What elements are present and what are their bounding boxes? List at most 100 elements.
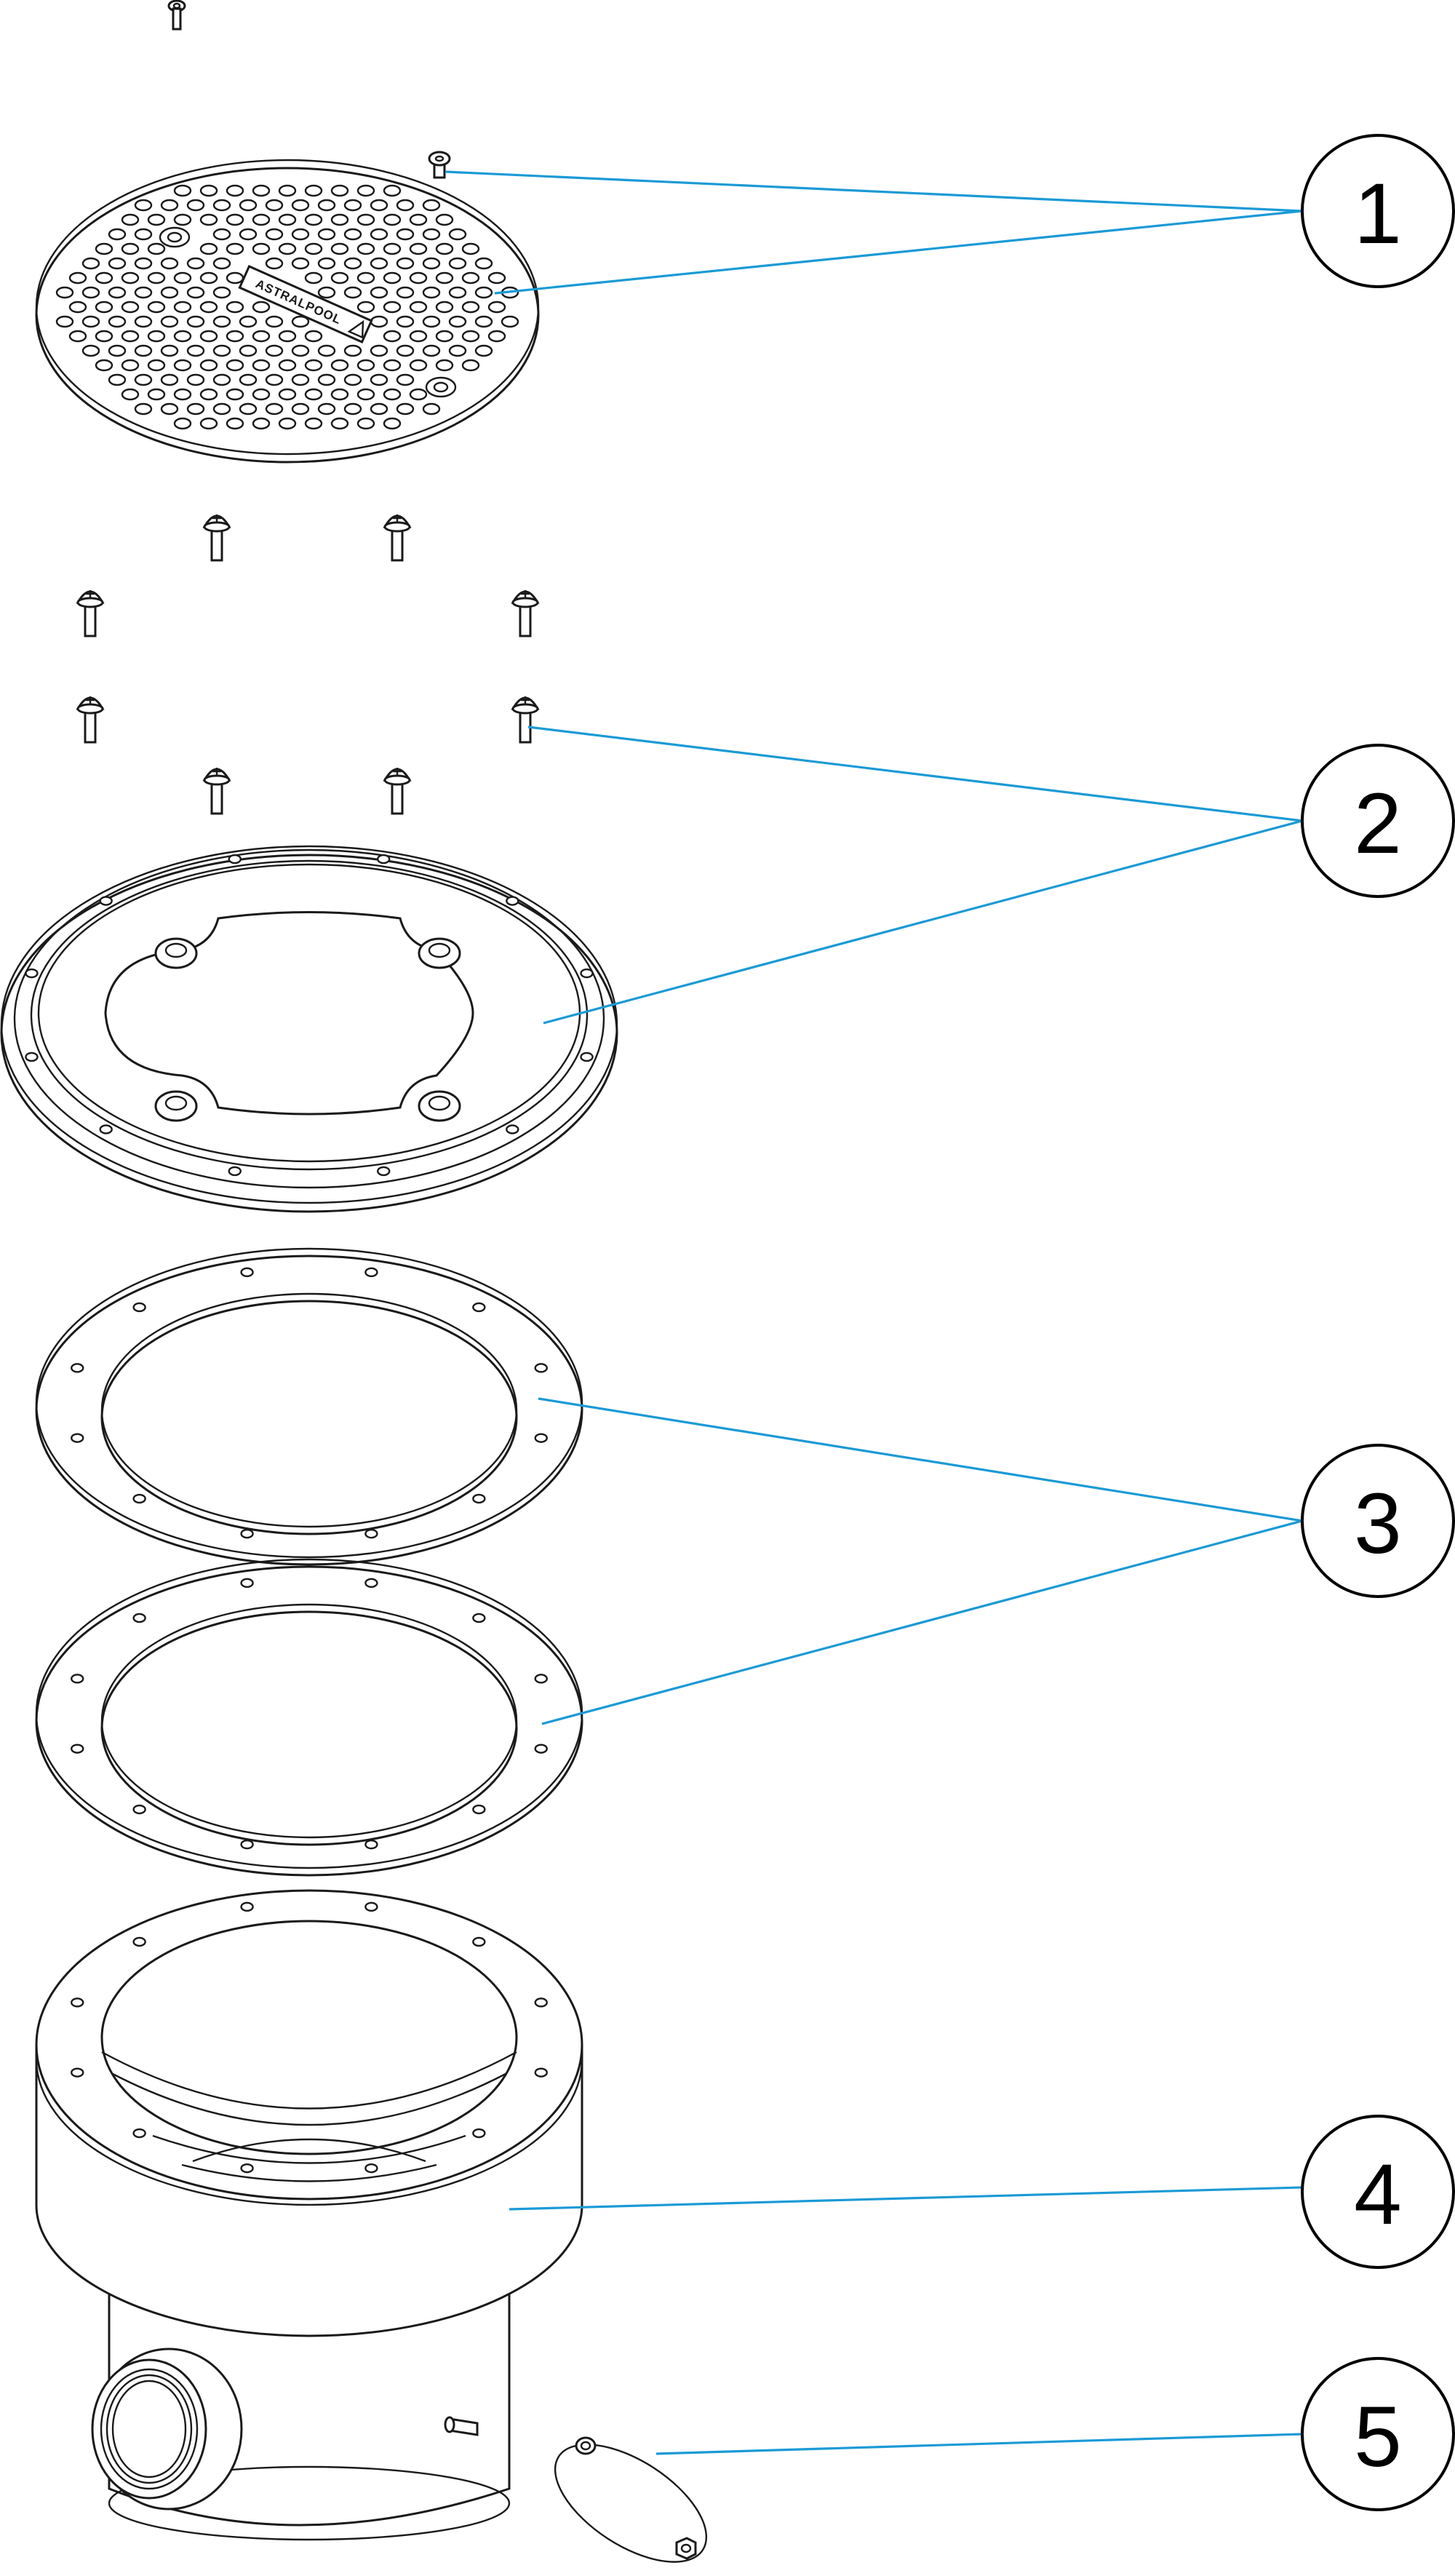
grate-hole [396, 257, 415, 270]
grate-hole [448, 315, 467, 328]
nut-1 [575, 2436, 597, 2455]
grate-hole [409, 271, 428, 285]
bolt-hole [472, 2128, 486, 2139]
grate-hole [147, 359, 166, 372]
grate-hole [278, 388, 297, 401]
grate-hole [356, 242, 375, 255]
grate-hole [212, 344, 231, 357]
grate-hole [409, 213, 428, 226]
grate-hole [304, 417, 323, 430]
bolt-hole [240, 1267, 254, 1278]
grate-hole [68, 301, 87, 314]
bolt-hole [472, 1493, 486, 1504]
grate-hole [55, 286, 74, 299]
grate-hole [422, 286, 441, 299]
bolt-hole [534, 1433, 548, 1443]
grate-hole [160, 402, 179, 416]
bolt-hole [71, 1363, 84, 1373]
grate-hole [121, 330, 140, 343]
callout-3: 3 [1301, 1444, 1455, 1598]
grate-hole [383, 359, 402, 372]
cover-screw [428, 151, 451, 179]
bolt-hole [99, 896, 113, 906]
grate-hole [265, 373, 284, 386]
grate-hole [356, 301, 375, 314]
grate-hole [95, 359, 113, 372]
grate-hole [239, 373, 258, 386]
leader-5 [655, 2433, 1303, 2455]
bolt-hole [25, 968, 39, 979]
grate-hole [278, 184, 297, 197]
grate-hole [160, 373, 179, 386]
grate-hole [226, 417, 244, 430]
bolt-hole [580, 1052, 594, 1062]
grate-hole [121, 388, 140, 401]
grate-hole [95, 301, 113, 314]
grate-hole [396, 344, 415, 357]
grate-hole [330, 184, 349, 197]
grate-hole [186, 199, 205, 212]
grate-hole [226, 242, 244, 255]
grate-hole [370, 402, 388, 416]
bolt-hole [25, 1052, 39, 1062]
grate-hole [435, 271, 454, 285]
bolt-hole [472, 1804, 486, 1815]
grate-hole [55, 315, 74, 328]
bolt-hole [377, 854, 391, 864]
grate-hole [343, 373, 362, 386]
bolt-hole [228, 854, 242, 864]
grate-hole [134, 315, 153, 328]
grate-hole [239, 315, 258, 328]
grate-hole [370, 257, 388, 270]
grate-hole [252, 184, 271, 197]
bolt-hole [364, 1528, 378, 1539]
grate-hole [239, 344, 258, 357]
bolt-hole [71, 2067, 84, 2078]
grate-hole [356, 388, 375, 401]
grate-hole [343, 257, 362, 270]
grate-hole [134, 344, 153, 357]
bolt-hole [99, 1124, 113, 1134]
grate-hole [199, 184, 218, 197]
grate-hole [422, 402, 441, 416]
grate-hole [252, 417, 271, 430]
grate-hole [317, 344, 336, 357]
bolt-hole [364, 1901, 378, 1912]
grate-hole [226, 271, 244, 285]
top-screw [167, 0, 186, 31]
grate-hole [278, 213, 297, 226]
grate-hole [147, 301, 166, 314]
grate-hole [487, 330, 506, 343]
callout-4-label: 4 [1354, 2147, 1402, 2243]
grate-hole [121, 301, 140, 314]
frame-holes [25, 854, 594, 1177]
grate-hole [422, 199, 441, 212]
grate-hole [343, 199, 362, 212]
grate-hole [330, 242, 349, 255]
grate-hole [121, 213, 140, 226]
grate-hole [252, 213, 271, 226]
grate-hole [226, 359, 244, 372]
grate-hole [317, 228, 336, 241]
grate-hole [173, 330, 192, 343]
grate-hole [461, 330, 480, 343]
grate-hole [134, 373, 153, 386]
grate-hole [343, 286, 362, 299]
grate-hole [370, 373, 388, 386]
grate-hole [435, 301, 454, 314]
grate-hole [186, 402, 205, 416]
bolt-hole [364, 1578, 378, 1589]
grate-hole [474, 257, 493, 270]
grate-hole [121, 242, 140, 255]
grate-hole [383, 271, 402, 285]
frame-bosses [154, 937, 461, 1122]
grate-hole [370, 344, 388, 357]
grate-hole [134, 402, 153, 416]
callouts: 1 2 3 4 5 [1301, 134, 1455, 2511]
grate-hole [487, 301, 506, 314]
bolt-hole [71, 1674, 84, 1684]
grate-hole [239, 228, 258, 241]
grate-hole [304, 213, 323, 226]
grate-hole [199, 271, 218, 285]
leader-lines [445, 170, 1303, 2455]
